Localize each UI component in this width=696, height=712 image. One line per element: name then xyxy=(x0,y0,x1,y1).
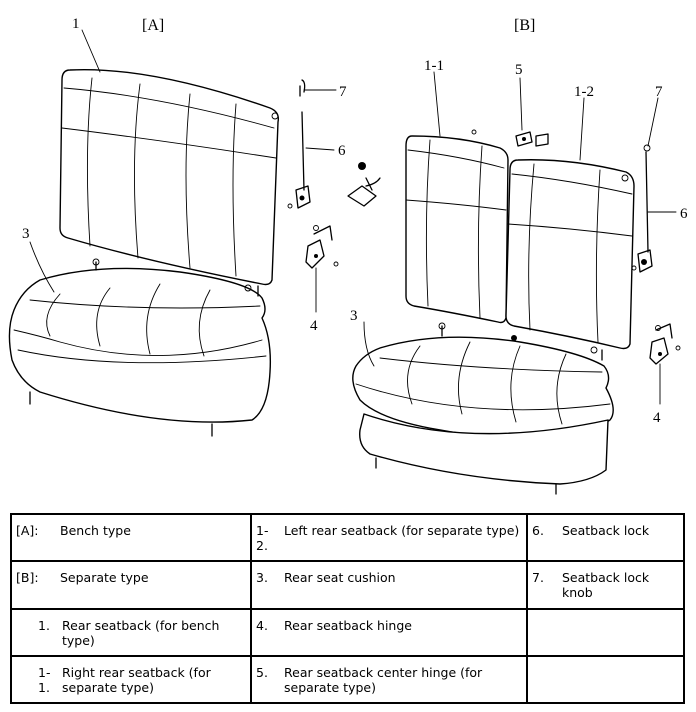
legend-cell: 3. Rear seat cushion xyxy=(250,560,528,610)
legend-key: 1- 2. xyxy=(256,523,269,553)
separate-lock-knob xyxy=(643,144,651,152)
legend-text: Rear seat cushion xyxy=(284,570,396,586)
legend-cell: 6. Seatback lock xyxy=(526,512,685,563)
legend-cell: 1- 2. Left rear seatback (for separate ty… xyxy=(250,512,528,563)
legend-cell: 4. Rear seatback hinge xyxy=(250,607,528,657)
separate-cushion xyxy=(352,322,614,495)
legend-text: Separate type xyxy=(60,570,149,586)
legend-cell: 1. Rear seatback (for bench type) xyxy=(10,607,252,657)
bench-lock xyxy=(287,111,311,209)
separate-center-hinge xyxy=(471,129,549,147)
legend-text: Seatback lock xyxy=(562,523,650,538)
legend-row: 1- 1. Right rear seatback (for separate t… xyxy=(10,654,685,705)
callout-a-6: 6 xyxy=(338,143,346,159)
legend-key: 1. xyxy=(38,617,50,633)
legend-cell: 7. Seatback lock knob xyxy=(526,560,685,610)
legend-text: Right rear seatback (for separate type) xyxy=(62,664,211,695)
callout-a-3: 3 xyxy=(22,226,30,242)
legend-text: Bench type xyxy=(60,523,131,538)
legend-table: [A]: Bench type 1- 2. Left rear seatback (… xyxy=(10,512,685,705)
seat-diagram: 1 3 4 6 7 [A] xyxy=(8,16,688,495)
section-label-a: [A] xyxy=(142,17,164,34)
legend-key: 7. xyxy=(532,570,544,586)
legend-row: [B]: Separate type 3. Rear seat cushion 7.… xyxy=(10,560,685,610)
legend-key: 3. xyxy=(256,570,268,586)
legend-text: Rear seatback hinge xyxy=(284,617,412,633)
callout-a-4: 4 xyxy=(310,318,318,334)
legend-row: [A]: Bench type 1- 2. Left rear seatback (… xyxy=(10,512,685,563)
callout-b-4: 4 xyxy=(653,410,661,426)
legend-cell: 1- 1. Right rear seatback (for separate t… xyxy=(10,654,252,705)
legend-row: 1. Rear seatback (for bench type) 4. Rear … xyxy=(10,607,685,657)
legend-key: [A]: xyxy=(16,523,39,538)
bench-hinge xyxy=(305,225,339,269)
legend-text: Left rear seatback (for separate type) xyxy=(284,523,520,538)
legend-key: 1- 1. xyxy=(38,664,51,695)
legend-text: Rear seatback (for bench type) xyxy=(62,617,220,648)
callout-b-6: 6 xyxy=(680,206,688,222)
section-label-b: [B] xyxy=(514,17,535,34)
legend-text: Rear seatback center hinge (for separate… xyxy=(284,664,483,695)
callout-b-1-1: 1-1 xyxy=(424,58,444,74)
bench-cushion xyxy=(8,258,272,437)
callout-b-3: 3 xyxy=(350,308,358,324)
legend-key: [B]: xyxy=(16,570,39,586)
separate-hinge xyxy=(649,323,681,365)
callout-b-7: 7 xyxy=(655,84,663,100)
legend-cell xyxy=(526,607,685,657)
legend-text: Seatback lock knob xyxy=(562,570,650,601)
callout-b-5: 5 xyxy=(515,62,523,78)
bench-lock-knob xyxy=(299,79,306,97)
callout-a-1: 1 xyxy=(72,16,80,32)
legend-key: 4. xyxy=(256,617,268,633)
legend-key: 5. xyxy=(256,664,268,680)
legend-cell: 5. Rear seatback center hinge (for separa… xyxy=(250,654,528,705)
separate-lock xyxy=(631,151,653,273)
legend-cell: [A]: Bench type xyxy=(10,512,252,563)
callout-b-1-2: 1-2 xyxy=(574,84,594,100)
separate-seatback-left xyxy=(505,159,635,350)
legend-cell: [B]: Separate type xyxy=(10,560,252,610)
callout-a-7: 7 xyxy=(339,84,347,100)
bench-seatback xyxy=(59,68,280,286)
bench-hinge-parts xyxy=(347,162,381,207)
legend-key: 6. xyxy=(532,523,544,538)
separate-seatback-right xyxy=(405,135,509,324)
legend-cell xyxy=(526,654,685,705)
